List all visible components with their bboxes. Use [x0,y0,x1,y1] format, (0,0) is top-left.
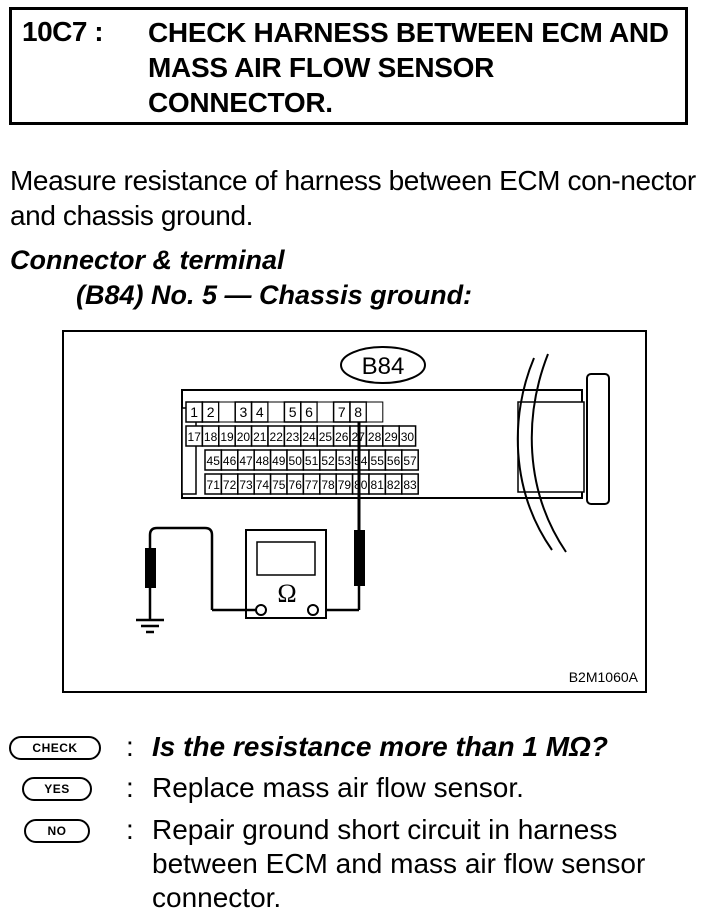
ohmmeter-terminal-left [255,604,267,616]
terminal-slot-empty [365,401,384,423]
step-header: 10C7 : CHECK HARNESS BETWEEN ECM AND MAS… [9,7,688,125]
terminal-number: 20 [237,430,251,444]
terminal-number: 30 [401,430,415,444]
terminal-number: 49 [272,454,286,468]
terminal-number: 7 [338,404,346,420]
terminal-number: 52 [321,454,335,468]
check-badge: CHECK [9,736,101,760]
terminal-number: 28 [368,430,382,444]
terminal-number: 74 [256,478,270,492]
terminal-number: 24 [302,430,316,444]
connector-id-bubble [340,346,426,384]
terminal-number: 48 [256,454,270,468]
terminal-number: 55 [371,454,385,468]
terminal-number: 82 [387,478,401,492]
terminal-number: 77 [305,478,319,492]
step-code: 10C7 : [22,16,104,47]
no-action: Repair ground short circuit in harness b… [152,814,646,913]
terminal-number: 1 [190,404,198,420]
terminal-number: 17 [188,430,202,444]
ohm-symbol: Ω [277,579,296,608]
terminal-number: 81 [371,478,385,492]
ohmmeter-terminal-right [307,604,319,616]
terminal-number: 18 [204,430,218,444]
terminal-number: 71 [207,478,221,492]
step-title: CHECK HARNESS BETWEEN ECM AND MASS AIR F… [148,17,669,118]
terminal-number: 25 [319,430,333,444]
figure-code: B2M1060A [569,669,639,685]
terminal-number: 79 [338,478,352,492]
terminal-number: 45 [207,454,221,468]
cut-line-1 [516,357,553,551]
terminal-number: 80 [354,478,368,492]
terminal-number: 51 [305,454,319,468]
probe-tip-left [145,548,156,588]
terminal-number: 83 [403,478,417,492]
terminal-number: 22 [270,430,284,444]
connector-label: Connector & terminal [10,245,285,275]
terminal-number: 75 [272,478,286,492]
yes-colon: : [126,772,134,803]
check-colon: : [126,731,134,762]
terminal-number: 76 [289,478,303,492]
terminal-number: 54 [354,454,368,468]
connector-spec: (B84) No. 5 — Chassis ground: [76,280,473,310]
diagram-frame [62,330,647,693]
terminal-number: 8 [354,404,362,420]
connector-id: B84 [362,353,405,380]
diagram-svg: B84 123456781718192021222324252627282930… [62,330,647,693]
terminal-number: 72 [223,478,237,492]
no-badge: NO [24,819,90,843]
terminal-number: 53 [338,454,352,468]
terminal-number: 78 [321,478,335,492]
terminal-cell [401,449,419,471]
check-question: Is the resistance more than 1 MΩ? [152,731,608,762]
harness-end [586,373,610,505]
ohmmeter-display [256,541,316,576]
terminal-number: 47 [239,454,253,468]
probe-tip-right [354,530,365,586]
terminal-number: 2 [207,404,215,420]
measurement-diagram: B84 123456781718192021222324252627282930… [62,330,647,693]
cut-line-2 [530,353,567,553]
terminal-cell [398,425,417,447]
terminal-number: 6 [305,404,313,420]
terminal-number: 26 [335,430,349,444]
connector-latch-right [517,401,585,493]
terminal-number: 21 [253,430,267,444]
instruction-text: Measure resistance of harness between EC… [10,165,696,231]
terminal-number: 57 [403,454,417,468]
terminal-number: 23 [286,430,300,444]
yes-action: Replace mass air flow sensor. [152,772,524,803]
terminal-slot-empty [267,401,285,423]
terminal-number: 3 [240,404,248,420]
terminal-number: 4 [256,404,264,420]
terminal-number: 50 [289,454,303,468]
terminal-number: 19 [220,430,234,444]
terminal-number: 46 [223,454,237,468]
terminal-cell [401,473,419,495]
terminal-number: 56 [387,454,401,468]
no-colon: : [126,814,134,845]
terminal-number: 73 [239,478,253,492]
ground-lead [148,526,214,610]
terminal-slot-empty [218,401,236,423]
yes-badge: YES [22,777,92,801]
terminal-slot-empty [316,401,335,423]
terminal-number: 29 [384,430,398,444]
terminal-number: 5 [289,404,297,420]
